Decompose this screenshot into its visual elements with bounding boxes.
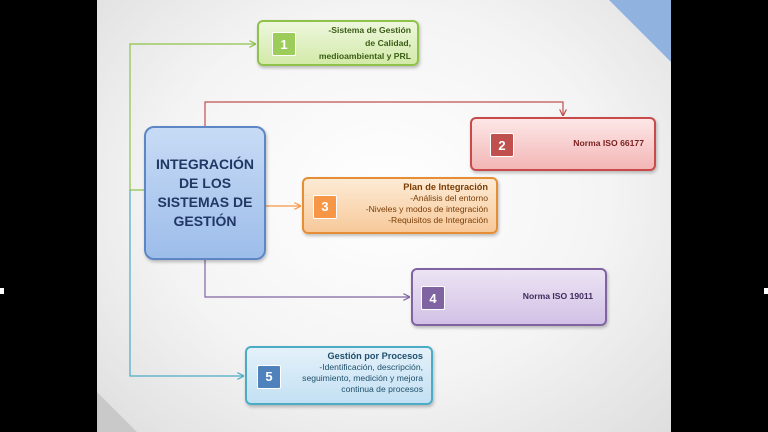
box-3-number: 3 (313, 194, 337, 219)
box-3-heading: Plan de Integración (403, 182, 488, 192)
slide: INTEGRACIÓN DE LOS SISTEMAS DE GESTIÓN 1… (97, 0, 671, 432)
box-5-text: Gestión por Procesos -Identificación, de… (302, 351, 423, 395)
connector-to-box5 (129, 190, 243, 376)
box-3-text: Plan de Integración -Análisis del entorn… (366, 182, 488, 226)
box-3-line: -Niveles y modos de integración (365, 204, 488, 214)
box-3-line: -Requisitos de Integración (388, 215, 488, 225)
box-3-line: -Análisis del entorno (410, 193, 488, 203)
connector-lines (129, 0, 671, 432)
box-2-number: 2 (490, 133, 514, 157)
central-title: INTEGRACIÓN DE LOS SISTEMAS DE GESTIÓN (156, 156, 254, 229)
box-4-iso-19011: 4 Norma ISO 19011 (411, 268, 607, 326)
box-5-line: -Identificación, descripción, (319, 362, 423, 372)
box-5-line: seguimiento, medición y mejora (302, 373, 423, 383)
box-1-line: medioambiental y PRL (318, 51, 411, 61)
box-5-heading: Gestión por Procesos (327, 351, 423, 361)
connector-to-box1 (129, 44, 255, 191)
box-2-text: Norma ISO 66177 (573, 138, 644, 148)
box-1-text: -Sistema de Gestión de Calidad, medioamb… (319, 24, 411, 63)
box-5-line: continua de procesos (341, 384, 423, 394)
left-edge-marker (0, 288, 4, 294)
box-1-line: -Sistema de Gestión (328, 25, 411, 35)
connector-to-box2 (204, 101, 563, 126)
box-4-text: Norma ISO 19011 (522, 291, 593, 301)
right-edge-marker (764, 288, 768, 294)
box-3-integration-plan: 3 Plan de Integración -Análisis del ento… (302, 177, 498, 234)
box-2-iso-66177: 2 Norma ISO 66177 (470, 117, 656, 171)
box-5-process-management: 5 Gestión por Procesos -Identificación, … (245, 346, 433, 405)
corner-decoration-bottom-left (97, 392, 137, 432)
box-4-number: 4 (421, 286, 445, 310)
box-1-line: de Calidad, (365, 38, 411, 48)
box-5-number: 5 (257, 364, 281, 389)
central-box: INTEGRACIÓN DE LOS SISTEMAS DE GESTIÓN (144, 126, 266, 260)
box-1-quality-systems: 1 -Sistema de Gestión de Calidad, medioa… (257, 20, 419, 66)
corner-decoration-top-right (609, 0, 671, 62)
box-1-number: 1 (272, 32, 296, 56)
connector-to-box4 (204, 260, 409, 297)
